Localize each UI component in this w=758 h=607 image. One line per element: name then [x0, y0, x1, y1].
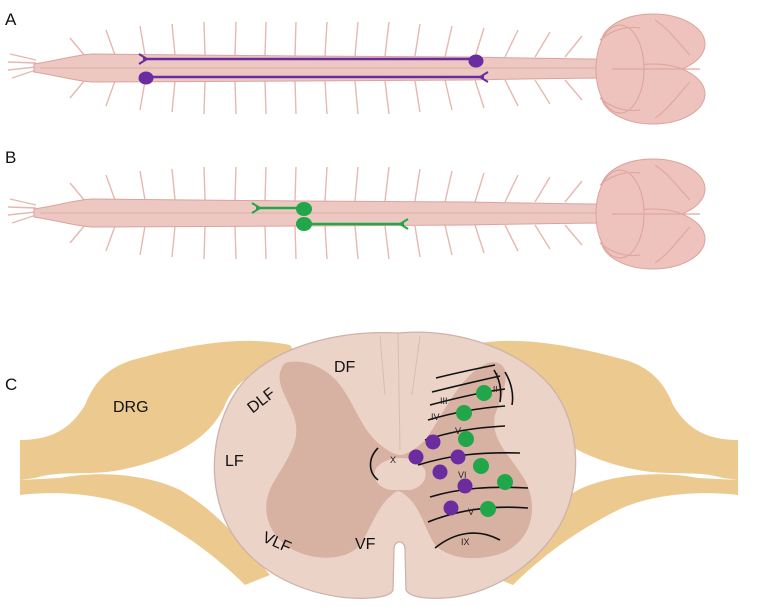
drg-label: DRG: [113, 399, 149, 416]
neuron-soma-purple: [138, 71, 154, 85]
lamina-iv-label: IV: [431, 412, 440, 422]
spinal-cord-b: [7, 158, 706, 270]
dorsal-septum: [379, 332, 421, 451]
nerve-roots-b: [7, 166, 583, 260]
brain-a: [595, 13, 706, 125]
vf-label: VF: [355, 536, 376, 553]
lamina-iii-label: III: [440, 396, 448, 406]
central-gray: [374, 458, 426, 490]
drg-left: [20, 340, 300, 585]
neuron-soma-purple: [443, 500, 459, 516]
neuron-soma-green: [497, 474, 513, 490]
panel-a: A: [5, 10, 706, 125]
neuron-soma-green: [456, 405, 472, 421]
neuron-soma-purple: [425, 434, 441, 450]
spinal-cord-a: [7, 13, 706, 125]
neuron-pathways-a: [138, 53, 489, 85]
brain-b: [595, 158, 706, 270]
lamina-ix-label: IX: [461, 537, 470, 547]
neuron-soma-purple: [457, 478, 473, 494]
neuron-soma-green: [296, 217, 312, 231]
panel-a-letter: A: [5, 10, 17, 29]
neuron-soma-green: [473, 458, 489, 474]
lamina-ii-label: II: [493, 385, 497, 394]
lamina-lines: [369, 364, 529, 549]
panel-b: B: [5, 148, 706, 270]
neuron-soma-green: [476, 385, 492, 401]
neuron-soma-purple: [468, 54, 484, 68]
lf-label: LF: [225, 453, 244, 470]
neuron-soma-purple: [432, 464, 448, 480]
lamina-labels: I II III IV V VI V IX X: [390, 372, 498, 547]
lamina-vi-label: VI: [458, 470, 467, 480]
nerve-roots-a: [7, 21, 583, 115]
panel-c: C I: [5, 331, 738, 599]
drg-right: [458, 340, 738, 585]
lamina-x-label: X: [390, 455, 396, 465]
neuron-soma-green: [480, 501, 496, 517]
neuron-pathways-b: [251, 202, 409, 231]
purple-neurons: [408, 434, 473, 516]
neuron-soma-green: [458, 431, 474, 447]
panel-c-letter: C: [5, 375, 17, 394]
lamina-v-label: V: [455, 426, 461, 436]
panel-b-letter: B: [5, 148, 16, 167]
df-label: DF: [334, 359, 356, 376]
neuron-soma-purple: [408, 449, 424, 465]
neuron-soma-green: [296, 202, 312, 216]
lamina-vii-label: V: [468, 507, 474, 517]
neuron-soma-purple: [450, 449, 466, 465]
green-neurons: [456, 385, 513, 517]
lamina-i-label: I: [496, 372, 498, 381]
